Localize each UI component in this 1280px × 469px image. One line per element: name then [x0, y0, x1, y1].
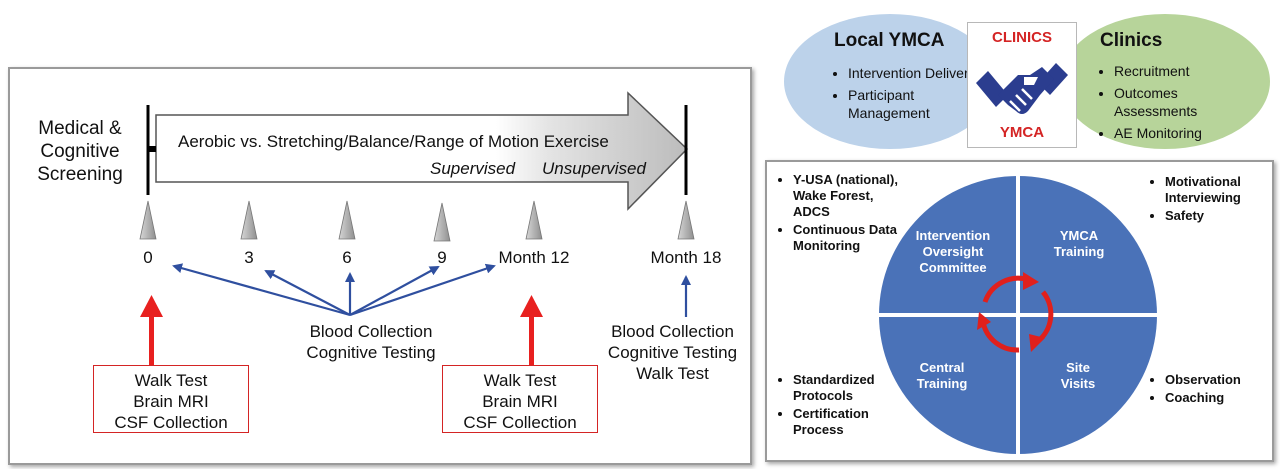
- blue-arrow-0: [172, 263, 351, 317]
- tick-triangle-3: [240, 200, 258, 240]
- tick-triangle-9: [433, 202, 451, 242]
- list-item: Safety: [1165, 208, 1280, 224]
- list-item: Standardized Protocols: [793, 372, 903, 404]
- tick-label-month-18: Month 18: [650, 248, 722, 267]
- timeline-graphic: [139, 91, 695, 365]
- list-item: Coaching: [1165, 390, 1275, 406]
- blood-collection-center: Blood Collection Cognitive Testing: [306, 322, 436, 362]
- list-item: Y-USA (national), Wake Forest, ADCS: [793, 172, 903, 220]
- baseline-assessment-box: Walk Test Brain MRI CSF Collection: [93, 365, 249, 433]
- ymca-list: Intervention Delivery Participant Manage…: [832, 64, 978, 126]
- list-item: Observation: [1165, 372, 1275, 388]
- timeline-panel: Medical & Cognitive Screening Aerobic vs…: [8, 67, 752, 465]
- tick-label-0: 0: [143, 248, 153, 267]
- quadrant-ymca-training: YMCA Training: [1053, 228, 1105, 259]
- logo-clinics-text: CLINICS: [992, 29, 1052, 46]
- quadrant-circle: [875, 172, 1161, 458]
- tick-label-9: 9: [437, 248, 447, 267]
- list-item: Outcomes Assessments: [1114, 84, 1264, 120]
- tick-triangle-6: [338, 200, 356, 240]
- month-12-assessment-box: Walk Test Brain MRI CSF Collection: [442, 365, 598, 433]
- screening-label: Medical & Cognitive Screening: [37, 118, 123, 185]
- partnership-logo: CLINICS YMCA: [967, 22, 1077, 148]
- partners-diagram: Local YMCA Intervention Delivery Partici…: [780, 4, 1270, 154]
- central-training-list: Standardized Protocols Certification Pro…: [779, 372, 903, 440]
- exercise-arrow: [155, 91, 689, 211]
- oversight-list: Y-USA (national), Wake Forest, ADCS Cont…: [779, 172, 903, 256]
- clinics-title: Clinics: [1100, 30, 1163, 51]
- blue-arrow-9: [349, 266, 440, 316]
- list-item: AE Monitoring: [1114, 124, 1264, 142]
- list-item: Continuous Data Monitoring: [793, 222, 903, 254]
- tick-triangle-12: [525, 200, 543, 240]
- ymca-title: Local YMCA: [834, 30, 945, 51]
- quadrant-central-training: Central Training: [916, 360, 968, 391]
- red-arrow-1: [140, 295, 163, 317]
- list-item: Motivational Interviewing: [1165, 174, 1280, 206]
- list-item: Recruitment: [1114, 62, 1264, 80]
- tick-label-6: 6: [342, 248, 352, 267]
- quadrant-intervention-oversight: Intervention Oversight Committee: [915, 228, 991, 275]
- clinics-list: Recruitment Outcomes Assessments AE Moni…: [1098, 62, 1264, 146]
- tick-triangle-18: [677, 200, 695, 240]
- tick-label-month-12: Month 12: [498, 248, 570, 267]
- ymca-training-list: Motivational Interviewing Safety: [1151, 174, 1280, 226]
- exercise-title: Aerobic vs. Stretching/Balance/Range of …: [178, 132, 609, 151]
- tick-label-3: 3: [244, 248, 254, 267]
- list-item: Intervention Delivery: [848, 64, 978, 82]
- red-arrow-2: [520, 295, 543, 317]
- tick-triangle-0: [139, 200, 157, 240]
- quadrant-site-visits: Site Visits: [1060, 360, 1096, 391]
- blue-arrow-12: [349, 263, 496, 317]
- list-item: Certification Process: [793, 406, 903, 438]
- blood-collection-right: Blood Collection Cognitive Testing Walk …: [607, 322, 738, 383]
- site-visits-list: Observation Coaching: [1151, 372, 1275, 408]
- supervised-label: Supervised: [430, 159, 516, 178]
- oversight-panel: Intervention Oversight Committee YMCA Tr…: [765, 160, 1274, 462]
- list-item: Participant Management: [848, 86, 978, 122]
- ymca-oval: Local YMCA Intervention Delivery Partici…: [784, 14, 996, 149]
- blue-arrow-3: [264, 270, 351, 316]
- handshake-icon: [976, 63, 1068, 114]
- logo-ymca-text: YMCA: [999, 124, 1045, 141]
- clinics-oval: Clinics Recruitment Outcomes Assessments…: [1060, 14, 1270, 149]
- unsupervised-label: Unsupervised: [542, 159, 646, 178]
